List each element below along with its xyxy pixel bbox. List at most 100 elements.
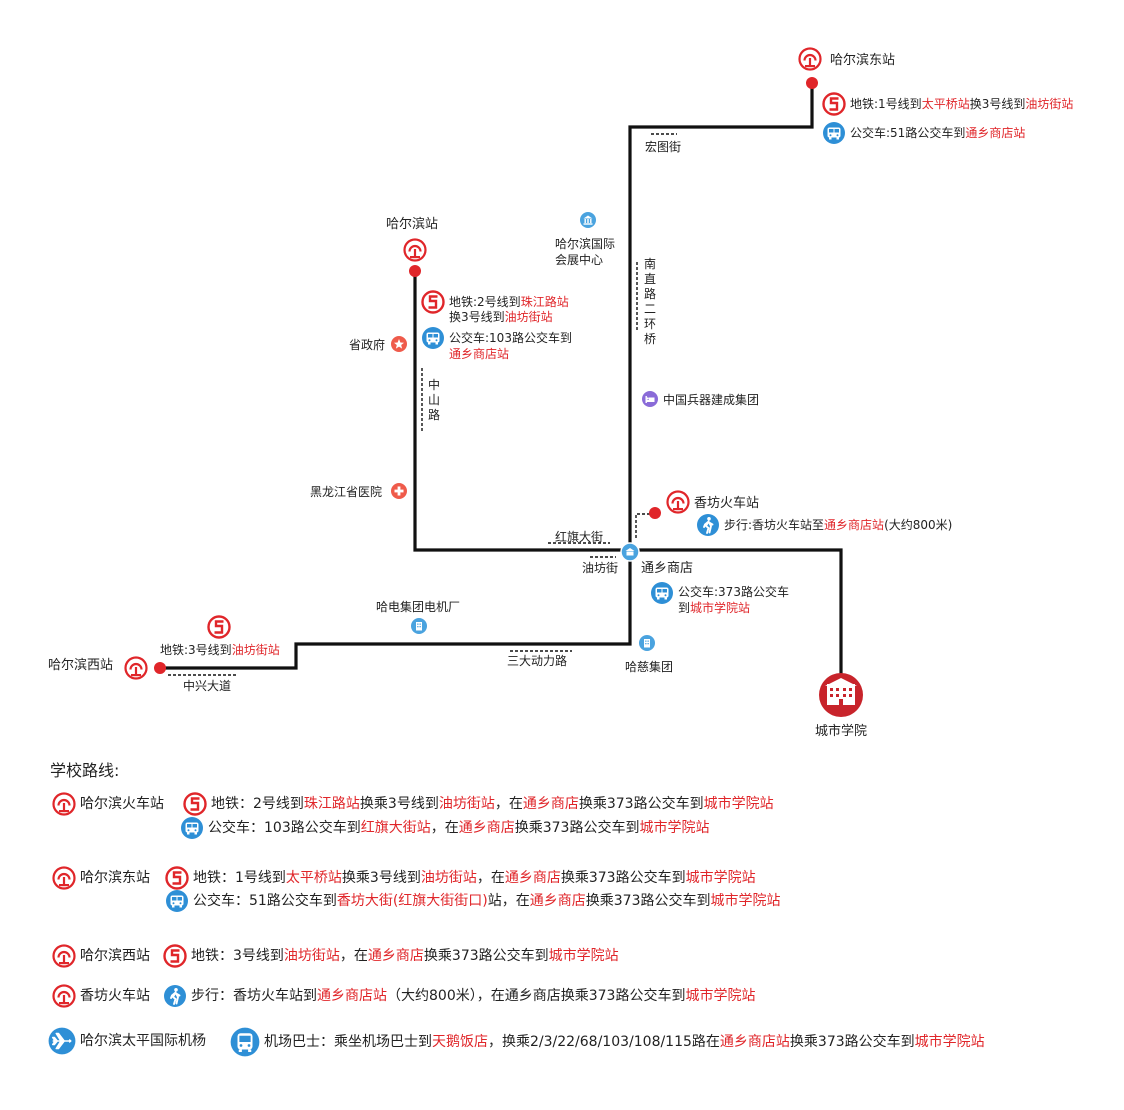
hub-icon <box>620 542 640 562</box>
route-detail: 步行：香坊火车站到通乡商店站（大约800米），在通乡商店换乘373路公交车到城市… <box>163 984 755 1008</box>
route-highlight: 城市学院站 <box>914 1034 985 1050</box>
route-origin: 哈尔滨火车站 <box>52 792 164 816</box>
metro-icon-east <box>822 92 846 116</box>
line-west <box>160 550 632 670</box>
route-text: 站，在 <box>487 893 530 909</box>
road-label-youfang: 油坊街 <box>582 561 619 575</box>
route-detail: 公交车：103路公交车到红旗大街站，在通乡商店换乘373路公交车到城市学院站 <box>180 816 709 840</box>
route-origin: 哈尔滨太平国际机杨 <box>48 1027 206 1055</box>
poi-label-gov: 省政府 <box>349 338 386 352</box>
rail-icon-west <box>124 656 148 680</box>
station-label-xiangfang: 香坊火车站 <box>694 496 760 511</box>
rail-icon-xiangfang <box>666 490 690 514</box>
note-harbin-metro-1: 地铁:2号线到珠江路站 <box>449 295 569 309</box>
route-origin-label: 香坊火车站 <box>80 988 150 1004</box>
metro-icon <box>163 944 187 968</box>
route-highlight: 城市学院站 <box>639 820 710 836</box>
route-origin: 香坊火车站 <box>52 984 150 1008</box>
route-text: ，在 <box>494 796 523 812</box>
route-highlight: 通乡商店站 <box>317 988 387 1004</box>
line-college <box>630 548 843 680</box>
route-highlight: 太平桥站 <box>285 870 342 886</box>
bus-icon-east <box>823 122 845 144</box>
route-highlight: 城市学院站 <box>710 893 781 909</box>
route-detail: 地铁：1号线到太平桥站换乘3号线到油坊街站，在通乡商店换乘373路公交车到城市学… <box>165 866 756 890</box>
route-text: （大约800米），在通乡商店换乘373路公交车到 <box>387 988 686 1004</box>
route-detail: 机场巴士：乘坐机场巴士到天鹅饭店，换乘2/3/22/68/103/108/115… <box>230 1027 985 1057</box>
route-text: 步行：香坊火车站到 <box>191 988 317 1004</box>
route-text: 地铁：1号线到 <box>193 870 286 886</box>
route-text: 公交车：51路公交车到 <box>193 893 337 909</box>
station-label-city-college: 城市学院 <box>815 724 868 739</box>
route-origin-label: 哈尔滨太平国际机杨 <box>80 1033 206 1049</box>
route-text: 换乘3号线到 <box>359 796 439 812</box>
route-highlight: 通乡商店 <box>504 870 561 886</box>
walk-path <box>635 513 654 538</box>
star-icon-gov <box>391 336 407 352</box>
rail-icon <box>52 944 76 968</box>
station-dot-harbin <box>409 265 421 277</box>
route-text: 机场巴士：乘坐机场巴士到 <box>264 1034 432 1050</box>
poi-label-arms: 中国兵器建成集团 <box>663 393 760 407</box>
bus-icon <box>166 890 188 912</box>
bus-icon <box>181 817 203 839</box>
route-highlight: 通乡商店 <box>458 820 515 836</box>
route-text: ，在 <box>339 948 368 964</box>
road-label-hongqi: 红旗大街 <box>555 530 604 544</box>
road-label-nanzhi: 南直路二环桥 <box>643 257 656 346</box>
note-harbin-metro-2: 换3号线到油坊街站 <box>449 310 553 324</box>
route-origin: 哈尔滨东站 <box>52 866 150 890</box>
rail-icon <box>52 792 76 816</box>
route-origin-label: 哈尔滨火车站 <box>80 796 164 812</box>
hotel-icon-arms <box>642 391 658 407</box>
route-highlight: 通乡商店 <box>522 796 579 812</box>
note-east-bus: 公交车:51路公交车到通乡商店站 <box>850 126 1026 140</box>
building-icon-motor <box>411 618 427 634</box>
airport-bus-icon <box>230 1027 260 1057</box>
route-highlight: 红旗大街站 <box>360 820 431 836</box>
station-label-harbin-west: 哈尔滨西站 <box>48 658 114 673</box>
route-highlight: 珠江路站 <box>303 796 360 812</box>
hospital-icon <box>391 483 407 499</box>
station-label-tongxiang: 通乡商店 <box>641 561 694 576</box>
route-text: 换乘3号线到 <box>341 870 421 886</box>
note-xiangfang-walk: 步行:香坊火车站至通乡商店站(大约800米) <box>724 518 953 532</box>
station-label-harbin: 哈尔滨站 <box>386 217 439 232</box>
route-highlight: 油坊街站 <box>283 948 340 964</box>
road-label-zhongxing: 中兴大道 <box>183 679 232 693</box>
metro-icon-west <box>207 615 231 639</box>
rail-icon <box>52 866 76 890</box>
line-harbin-east <box>628 83 814 550</box>
route-origin-label: 哈尔滨西站 <box>80 948 150 964</box>
poi-label-haci: 哈慈集团 <box>625 660 674 674</box>
route-text: 换乘373路公交车到 <box>585 893 711 909</box>
walk-icon-xiangfang <box>696 513 720 537</box>
poi-label-motor: 哈电集团电机厂 <box>376 600 461 614</box>
poi-label-expo: 哈尔滨国际会展中心 <box>555 237 616 267</box>
route-text: ，换乘2/3/22/68/103/108/115路在 <box>488 1034 720 1050</box>
route-text: ，在 <box>430 820 459 836</box>
route-text: 换乘373路公交车到 <box>789 1034 915 1050</box>
route-highlight: 油坊街站 <box>420 870 477 886</box>
route-text: 换乘373路公交车到 <box>423 948 549 964</box>
note-tongxiang-bus-1: 公交车:373路公交车 <box>678 585 789 599</box>
road-label-sanda: 三大动力路 <box>507 654 568 668</box>
note-west-metro: 地铁:3号线到油坊街站 <box>160 643 280 657</box>
route-highlight: 城市学院站 <box>685 870 756 886</box>
route-highlight: 通乡商店 <box>367 948 424 964</box>
route-origin: 哈尔滨西站 <box>52 944 150 968</box>
note-east-metro: 地铁:1号线到太平桥站换3号线到油坊街站 <box>850 97 1074 111</box>
route-text: 换乘373路公交车到 <box>514 820 640 836</box>
metro-icon <box>183 792 207 816</box>
walk-icon <box>163 984 187 1008</box>
note-tongxiang-bus-2: 到城市学院站 <box>678 601 751 615</box>
routes-title: 学校路线: <box>50 761 120 780</box>
bus-icon-harbin <box>422 327 444 349</box>
rail-icon-east <box>798 47 822 71</box>
station-label-harbin-east: 哈尔滨东站 <box>830 53 896 68</box>
city-college-icon <box>819 673 863 717</box>
metro-icon <box>165 866 189 890</box>
bank-icon-expo <box>580 212 596 228</box>
route-detail: 地铁：3号线到油坊街站，在通乡商店换乘373路公交车到城市学院站 <box>163 944 619 968</box>
route-text: 换乘373路公交车到 <box>560 870 686 886</box>
